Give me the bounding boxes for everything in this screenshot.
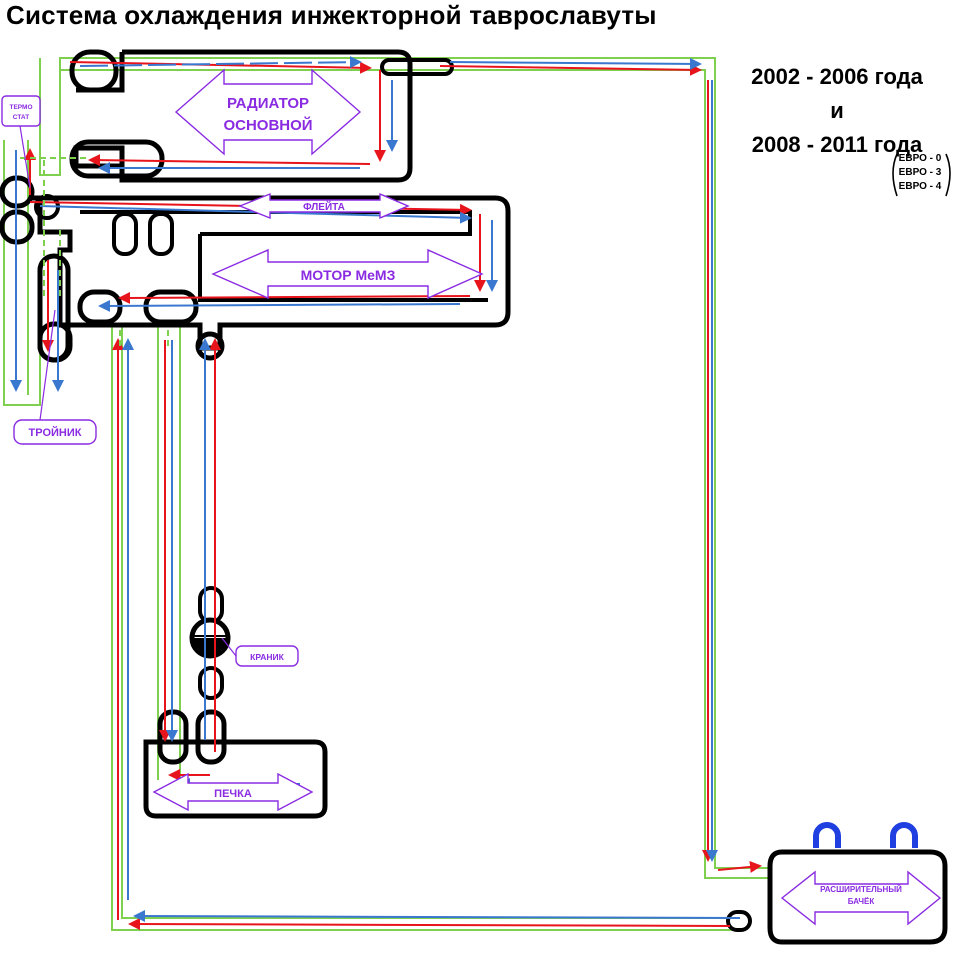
thermostat-label-2: СТАТ bbox=[13, 114, 29, 121]
euro-0: ЕВРО - 0 bbox=[898, 153, 942, 164]
years-line-3: 2008 - 2011 года bbox=[751, 132, 923, 157]
euro-list: ЕВРО - 0 ЕВРО - 3 ЕВРО - 4 bbox=[890, 152, 950, 194]
label-arrows bbox=[152, 68, 942, 926]
euro-3: ЕВРО - 3 bbox=[898, 167, 942, 178]
motor-label: МОТОР МеМЗ bbox=[301, 267, 396, 283]
tank-label-1: РАСШИРИТЕЛЬНЫЙ bbox=[820, 885, 902, 894]
valve-unit bbox=[189, 586, 231, 700]
heater-label: ПЕЧКА bbox=[214, 788, 252, 800]
radiator-label-1: РАДИАТОР bbox=[227, 95, 309, 112]
euro-4: ЕВРО - 4 bbox=[898, 181, 942, 192]
tank-label-2: БАЧЁК bbox=[848, 897, 875, 906]
hot-flow bbox=[24, 61, 762, 931]
years-line-2: и bbox=[830, 98, 844, 123]
years-line-1: 2002 - 2006 года bbox=[751, 64, 923, 89]
expansion-tank bbox=[726, 822, 948, 945]
text-labels: РАДИАТОР ОСНОВНОЙ ФЛЕЙТА МОТОР МеМЗ ТЕРМ… bbox=[9, 95, 902, 906]
thermostat-label-1: ТЕРМО bbox=[9, 104, 32, 111]
bypass-flow bbox=[20, 157, 169, 350]
callout-leaders bbox=[19, 125, 237, 657]
flute-label: ФЛЕЙТА bbox=[303, 200, 345, 213]
euro-bracket-right bbox=[945, 153, 951, 197]
diagram-title: Система охлаждения инжекторной таврослав… bbox=[6, 0, 657, 30]
euro-bracket-left bbox=[892, 153, 898, 197]
years-block: 2002 - 2006 года и 2008 - 2011 года bbox=[722, 60, 952, 162]
radiator-label-2: ОСНОВНОЙ bbox=[223, 116, 312, 134]
valve-label: КРАНИК bbox=[250, 652, 284, 662]
cold-flow bbox=[10, 56, 741, 923]
tee-label: ТРОЙНИК bbox=[29, 426, 82, 439]
